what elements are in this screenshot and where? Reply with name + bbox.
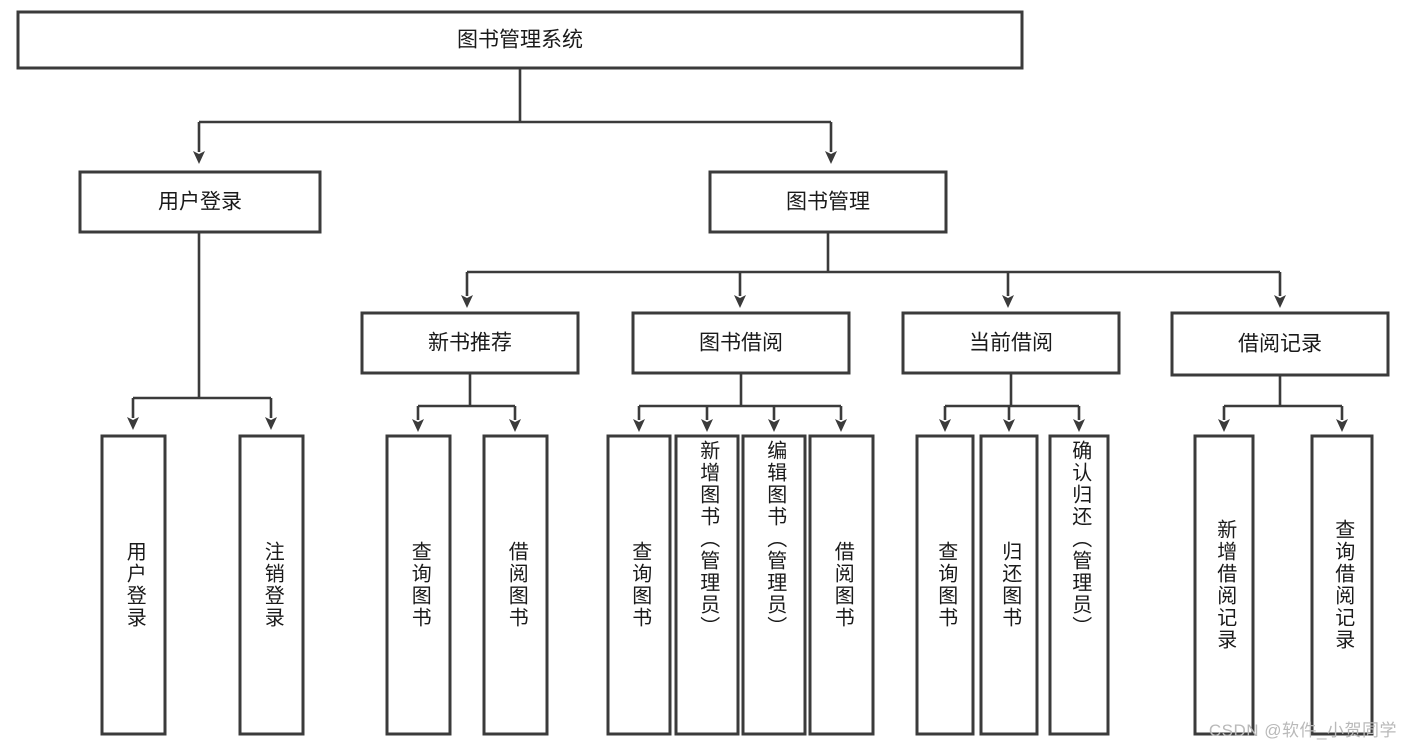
node-nbr-borrow-book-box[interactable] (482, 434, 549, 736)
watermark-text: CSDN @软件_小贺同学 (1208, 721, 1397, 740)
node-bb-add-book-box[interactable] (674, 434, 740, 736)
node-new-book-rec[interactable]: 新书推荐 (360, 311, 580, 375)
node-user-login[interactable]: 用户登录 (78, 170, 322, 234)
node-book-borrow-label: 图书借阅 (699, 332, 783, 355)
node-book-borrow-box[interactable] (631, 311, 851, 375)
node-leaf-user-login-box[interactable] (100, 434, 167, 736)
node-book-manage[interactable]: 图书管理 (708, 170, 948, 234)
node-leaf-user-logout-box[interactable] (238, 434, 305, 736)
node-root[interactable]: 图书管理系统 (16, 10, 1024, 70)
node-bb-borrow-book-box[interactable] (808, 434, 875, 736)
node-root-label: 图书管理系统 (457, 29, 583, 52)
node-br-add-record-box[interactable] (1193, 434, 1255, 736)
node-book-borrow[interactable]: 图书借阅 (631, 311, 851, 375)
node-user-login-box[interactable] (78, 170, 322, 234)
node-user-login-label: 用户登录 (158, 191, 242, 214)
node-current-borrow-box[interactable] (901, 311, 1121, 375)
connector-group-current-borrow (939, 373, 1085, 432)
node-book-manage-label: 图书管理 (786, 191, 870, 214)
node-bb-edit-book-box[interactable] (741, 434, 807, 736)
node-br-query-record-box[interactable] (1310, 434, 1374, 736)
node-root-box[interactable] (16, 10, 1024, 70)
connector-group-borrow-record (1218, 375, 1348, 432)
connector-group-user-login (127, 232, 277, 430)
node-new-book-rec-box[interactable] (360, 311, 580, 375)
node-book-manage-box[interactable] (708, 170, 948, 234)
node-cb-query-book-box[interactable] (915, 434, 975, 736)
connector-group-new-book-rec (412, 373, 521, 432)
connector-group-book-manage (461, 232, 1286, 308)
node-bb-query-book-box[interactable] (606, 434, 672, 736)
node-cb-confirm-return-box[interactable] (1048, 434, 1110, 736)
connector-group-root (193, 68, 837, 164)
node-new-book-rec-label: 新书推荐 (428, 332, 512, 355)
connector-group-book-borrow (633, 373, 847, 432)
node-cb-return-book-box[interactable] (979, 434, 1039, 736)
node-borrow-record-label: 借阅记录 (1238, 333, 1322, 356)
node-current-borrow[interactable]: 当前借阅 (901, 311, 1121, 375)
node-nbr-query-book-box[interactable] (385, 434, 452, 736)
node-borrow-record[interactable]: 借阅记录 (1170, 311, 1390, 377)
node-current-borrow-label: 当前借阅 (969, 332, 1053, 355)
node-borrow-record-box[interactable] (1170, 311, 1390, 377)
